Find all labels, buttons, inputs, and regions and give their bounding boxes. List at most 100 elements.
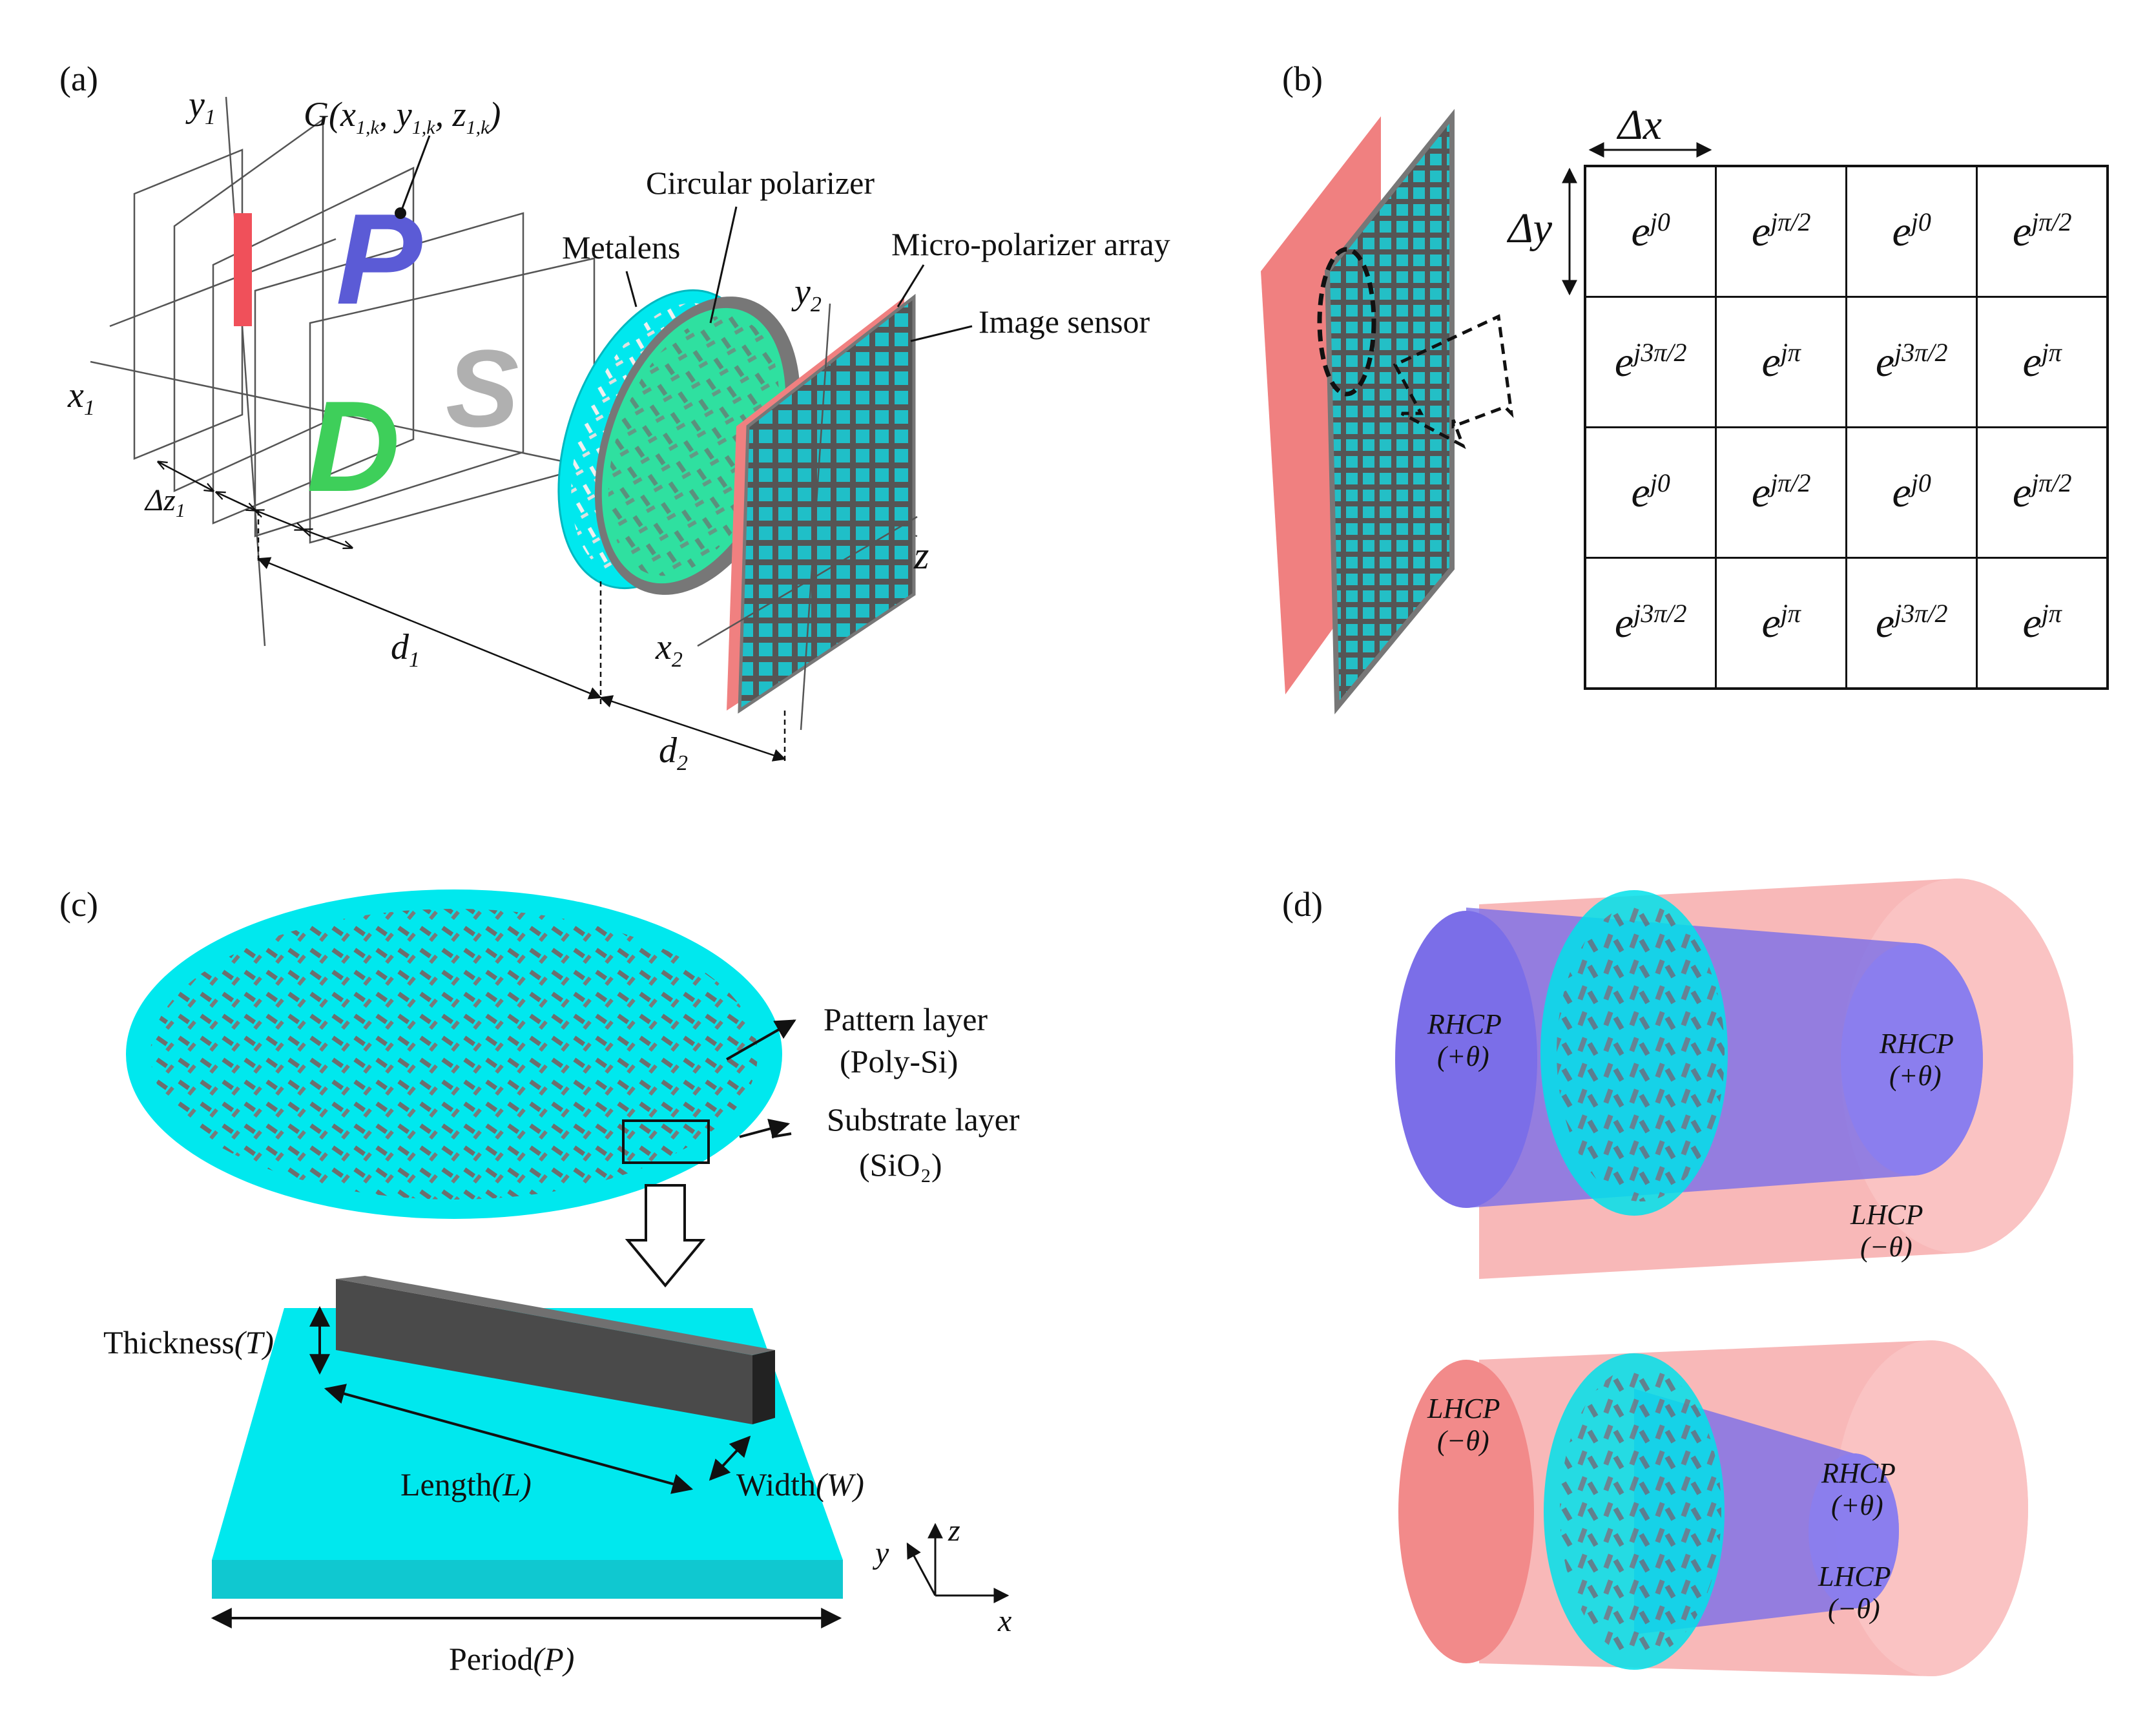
d-bottom-diagram <box>1398 1340 2028 1676</box>
micro-polarizer-label: Micro-polarizer array <box>891 226 1170 262</box>
d-bottom-blue-beam-end <box>1809 1453 1899 1608</box>
object-planes <box>133 118 596 544</box>
y2-axis <box>800 303 831 731</box>
d-top-out2-angle: (−θ) <box>1860 1231 1912 1263</box>
b-micro-polarizer-array <box>1324 109 1455 714</box>
sensor-leader <box>910 325 973 342</box>
c-dimensions <box>211 1019 842 1628</box>
phase-cell: ej0 <box>1584 165 1717 298</box>
micro-polarizer-array <box>738 293 916 714</box>
y2-label: y2 <box>791 272 822 317</box>
panel-c-label: (c) <box>59 885 98 924</box>
b-highlight-ellipse <box>1317 247 1376 397</box>
d-top-blue-beam-start <box>1395 911 1537 1208</box>
metasurface-pillars <box>150 909 758 1200</box>
phase-cell: ejπ/2 <box>1976 165 2109 298</box>
d-bot-out2-angle: (−θ) <box>1828 1593 1880 1625</box>
phase-cell: ej0 <box>1845 426 1978 559</box>
phase-cell: ejπ <box>1715 296 1847 428</box>
circular-polarizer-label: Circular polarizer <box>646 165 875 201</box>
x1-axis <box>109 238 337 327</box>
dx-label: Δx <box>1616 101 1662 149</box>
metalens-label: Metalens <box>562 229 680 265</box>
phase-cell: ej3π/2 <box>1845 557 1978 690</box>
x2-label: x2 <box>655 627 683 672</box>
d-bot-out2-label: LHCP <box>1818 1561 1891 1592</box>
x2-axis <box>697 515 918 647</box>
phase-cell: ej0 <box>1584 426 1717 559</box>
letter-D: D <box>307 375 400 519</box>
substrate-layer-label: Substrate layer <box>827 1101 1020 1138</box>
d-top-blue-beam-end <box>1841 943 1983 1176</box>
pattern-layer-label: Pattern layer <box>824 1001 988 1037</box>
phase-cell: ejπ/2 <box>1715 426 1847 559</box>
d-bot-out1-label: RHCP <box>1821 1457 1896 1489</box>
panel-b: (b) Δx Δy <box>1261 59 1712 714</box>
panel-c: (c) Pattern layer (Poly-Si) Substrate la… <box>59 885 1020 1677</box>
d-bottom-red-cone-end <box>1834 1340 2028 1676</box>
phase-cell: ej3π/2 <box>1845 296 1978 428</box>
axis-x-label: x <box>997 1604 1011 1638</box>
panel-a: (a) P D S y1 x1 G(x1,k, y1,k, z1,k) <box>59 59 1170 775</box>
thickness-label: Thickness(T) <box>103 1324 274 1360</box>
pattern-material-label: (Poly-Si) <box>840 1043 958 1079</box>
d-top-out1-angle: (+θ) <box>1889 1060 1942 1092</box>
panel-d: (d) RHCP (+θ) RHCP (+θ) LHCP (−θ) LHCP <box>1282 878 2073 1676</box>
y1-axis <box>225 96 266 647</box>
dz-label: Δz1 <box>144 483 185 521</box>
G-pointer <box>399 135 431 214</box>
phase-cell: ej0 <box>1845 165 1978 298</box>
image-sensor-label: Image sensor <box>979 304 1150 340</box>
axis-z-label: z <box>948 1513 960 1548</box>
period-label: Period(P) <box>449 1641 574 1677</box>
dy-label: Δy <box>1506 205 1553 252</box>
substrate-material-label: (SiO₂) <box>859 1147 942 1183</box>
d1-label: d1 <box>391 627 420 672</box>
width-label: Width(W) <box>736 1466 864 1502</box>
d-top-out1-label: RHCP <box>1879 1028 1954 1059</box>
zoom-down-arrow <box>625 1184 706 1288</box>
phase-cell: ejπ/2 <box>1715 165 1847 298</box>
unit-cell-substrate-edge <box>212 1560 843 1599</box>
nanopillar-side <box>752 1350 775 1424</box>
micro-polarizer-leader <box>897 264 925 307</box>
d-bottom-red-cone-start <box>1398 1360 1534 1663</box>
d-top-in-label: RHCP <box>1427 1008 1502 1040</box>
y1-label: y1 <box>185 85 216 129</box>
d-bot-in-label: LHCP <box>1427 1393 1500 1424</box>
phase-cell: ejπ <box>1715 557 1847 690</box>
G-point <box>395 207 406 219</box>
metalens-leader <box>625 271 637 307</box>
phase-cell: ejπ/2 <box>1976 426 2109 559</box>
phase-cell: ejπ <box>1976 296 2109 428</box>
d-top-in-angle: (+θ) <box>1437 1041 1489 1072</box>
unit-cell-highlight <box>622 1119 710 1164</box>
phase-cell: ejπ <box>1976 557 2109 690</box>
letter-P: P <box>336 187 422 331</box>
d-bottom-metalens-pillars <box>1560 1366 1721 1657</box>
b-zoom-arrow <box>1393 314 1514 450</box>
letter-I <box>234 213 252 326</box>
z-label: z <box>913 534 929 577</box>
d-top-metalens-pillars <box>1557 904 1725 1201</box>
x1-label: x1 <box>67 375 95 420</box>
d-top-out2-label: LHCP <box>1850 1199 1923 1231</box>
d-bot-out1-angle: (+θ) <box>1831 1490 1883 1521</box>
d2-label: d2 <box>659 731 688 775</box>
d-top-diagram <box>1395 878 2073 1279</box>
c-axes-triad <box>906 1523 1010 1603</box>
nanopillar-top <box>336 1276 775 1355</box>
a-dimensions <box>158 462 786 762</box>
panel-a-label: (a) <box>59 59 98 98</box>
phase-cell: ej3π/2 <box>1584 557 1717 690</box>
length-label: Length(L) <box>400 1466 532 1502</box>
G-label: G(x1,k, y1,k, z1,k) <box>304 95 501 138</box>
letter-S: S <box>446 327 519 450</box>
d-bot-in-angle: (−θ) <box>1437 1425 1489 1457</box>
